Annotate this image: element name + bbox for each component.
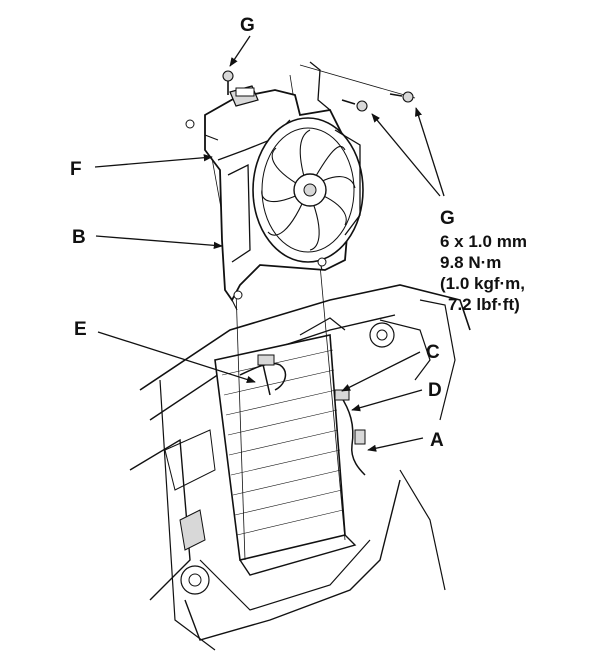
leader-d xyxy=(351,389,423,412)
leader-g-right-2 xyxy=(415,107,445,197)
bolt-spec-block: G 6 x 1.0 mm 9.8 N·m (1.0 kgf·m, 7.2 lbf… xyxy=(440,208,527,314)
label-e: E xyxy=(74,319,87,340)
radiator-support-frame xyxy=(129,284,471,651)
leader-b xyxy=(95,235,223,249)
spec-size: 6 x 1.0 mm xyxy=(440,232,527,251)
leader-g-top xyxy=(229,35,251,67)
leader-g-right-1 xyxy=(371,113,441,197)
leader-f xyxy=(94,154,213,168)
leader-a xyxy=(367,437,424,452)
label-b: B xyxy=(72,227,86,248)
mounting-bolts xyxy=(222,61,414,112)
spec-torque-kgf: (1.0 kgf·m, xyxy=(440,274,525,293)
fan-shroud-assembly xyxy=(185,85,364,311)
spec-torque-lbf: 7.2 lbf·ft) xyxy=(448,295,520,314)
leader-c xyxy=(341,351,421,392)
callout-leaders xyxy=(94,35,445,452)
label-d: D xyxy=(428,380,442,401)
label-g-spec: G xyxy=(440,208,455,229)
radiator-core xyxy=(214,317,357,576)
label-c: C xyxy=(426,342,440,363)
label-f: F xyxy=(70,159,82,180)
label-g-top: G xyxy=(240,15,255,36)
spec-torque-nm: 9.8 N·m xyxy=(440,253,501,272)
label-a: A xyxy=(430,430,444,451)
wire-harness xyxy=(239,322,395,476)
leader-e xyxy=(97,331,256,383)
